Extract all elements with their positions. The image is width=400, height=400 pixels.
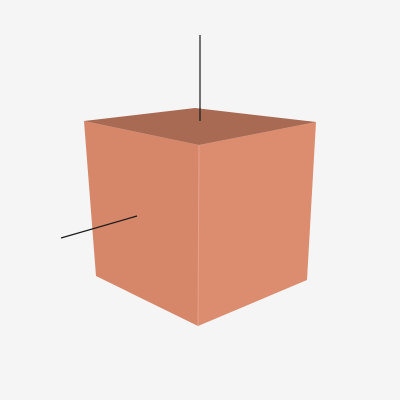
cube-top-face: [84, 108, 316, 145]
cube-front-edge: [197, 144, 200, 327]
cube-left-face: [84, 121, 199, 326]
diagonal-axis-line: [60, 215, 138, 239]
cube-right-face: [198, 122, 316, 326]
